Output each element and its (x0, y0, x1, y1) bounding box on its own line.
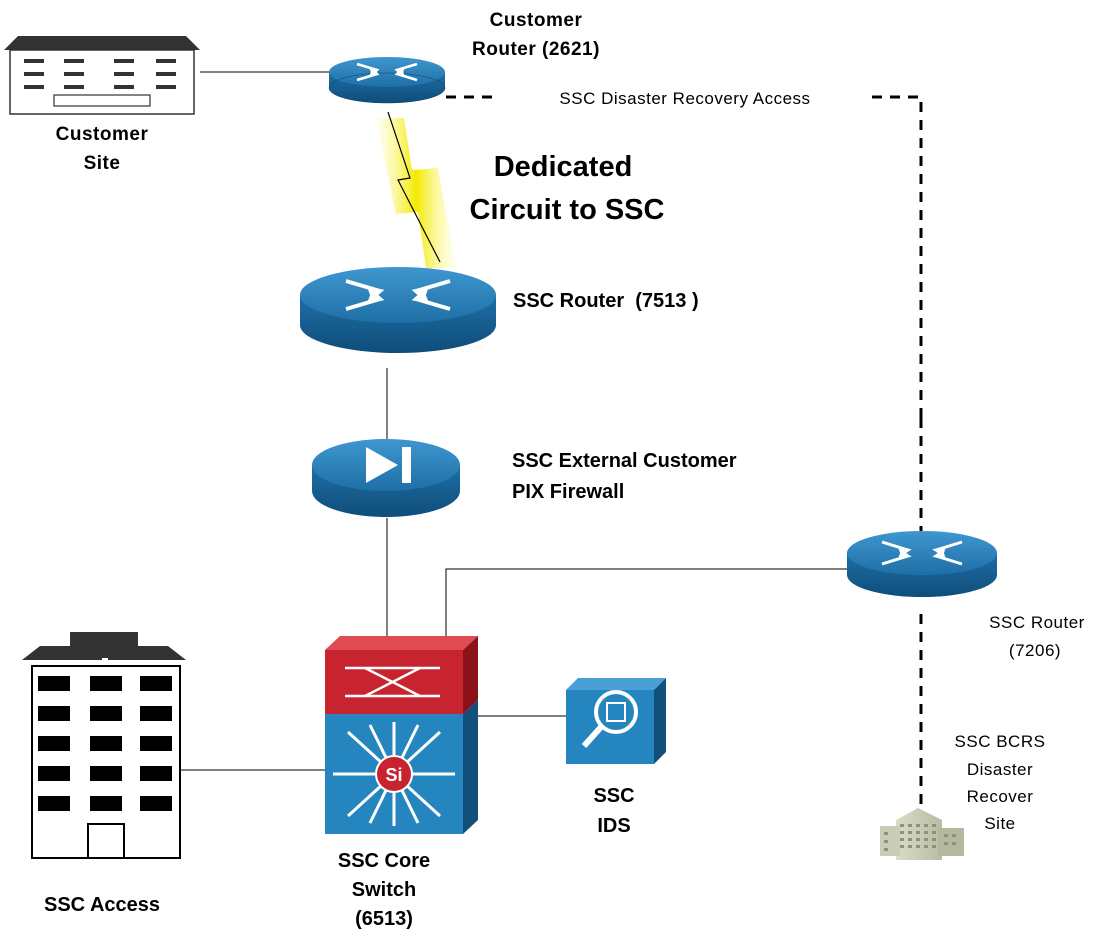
pix-firewall-label-line2: PIX Firewall (512, 481, 624, 503)
disaster-recovery-dashed-link (446, 95, 923, 418)
dedicated-circuit-label-line2: Circuit to SSC (470, 194, 665, 226)
links (181, 71, 923, 815)
ssc-router-7513-label: SSC Router (7513 ) (513, 290, 699, 312)
bcrs-label-line3: Recover (967, 787, 1034, 806)
customer-router-label-line1: Customer (490, 10, 583, 31)
bcrs-label-line2: Disaster (967, 760, 1033, 779)
customer-site-label-line1: Customer (56, 124, 149, 145)
core-switch-label-line3: (6513) (355, 908, 413, 930)
customer-router-icon[interactable] (328, 57, 446, 104)
core-switch-label-line1: SSC Core (338, 850, 430, 872)
customer-site-label-line2: Site (84, 153, 121, 174)
si-badge: Si (385, 765, 402, 785)
customer-router-label-line2: Router (2621) (472, 39, 600, 60)
ssc-access-building-icon[interactable] (22, 632, 186, 859)
bcrs-label-line1: SSC BCRS (955, 732, 1046, 751)
core-switch-icon[interactable]: Si (325, 636, 478, 834)
ids-label-line1: SSC (593, 785, 634, 807)
dedicated-circuit-label-line1: Dedicated (494, 151, 633, 183)
core-switch-label-line2: Switch (352, 879, 416, 901)
labels: Customer Router (2621) Customer Site SSC… (44, 10, 1085, 930)
ids-label-line2: IDS (597, 815, 630, 837)
customer-site-icon[interactable] (4, 36, 200, 115)
ssc-access-label: SSC Access (44, 894, 160, 916)
ssc-router-7206-label-line2: (7206) (1009, 641, 1061, 660)
bcrs-label-line4: Site (984, 814, 1015, 833)
ssc-router-7206-label-line1: SSC Router (989, 613, 1085, 632)
ssc-router-7206-icon[interactable] (847, 531, 997, 597)
pix-firewall-label-line1: SSC External Customer (512, 450, 737, 472)
pix-firewall-icon[interactable] (312, 439, 460, 517)
switch-to-7206-link (445, 568, 848, 638)
disaster-recovery-access-label: SSC Disaster Recovery Access (559, 89, 810, 108)
ssc-router-7513-icon[interactable] (300, 267, 496, 353)
dedicated-circuit-bolt-icon (376, 111, 456, 268)
bcrs-site-building-icon[interactable] (880, 808, 964, 860)
ids-icon[interactable] (566, 678, 666, 764)
